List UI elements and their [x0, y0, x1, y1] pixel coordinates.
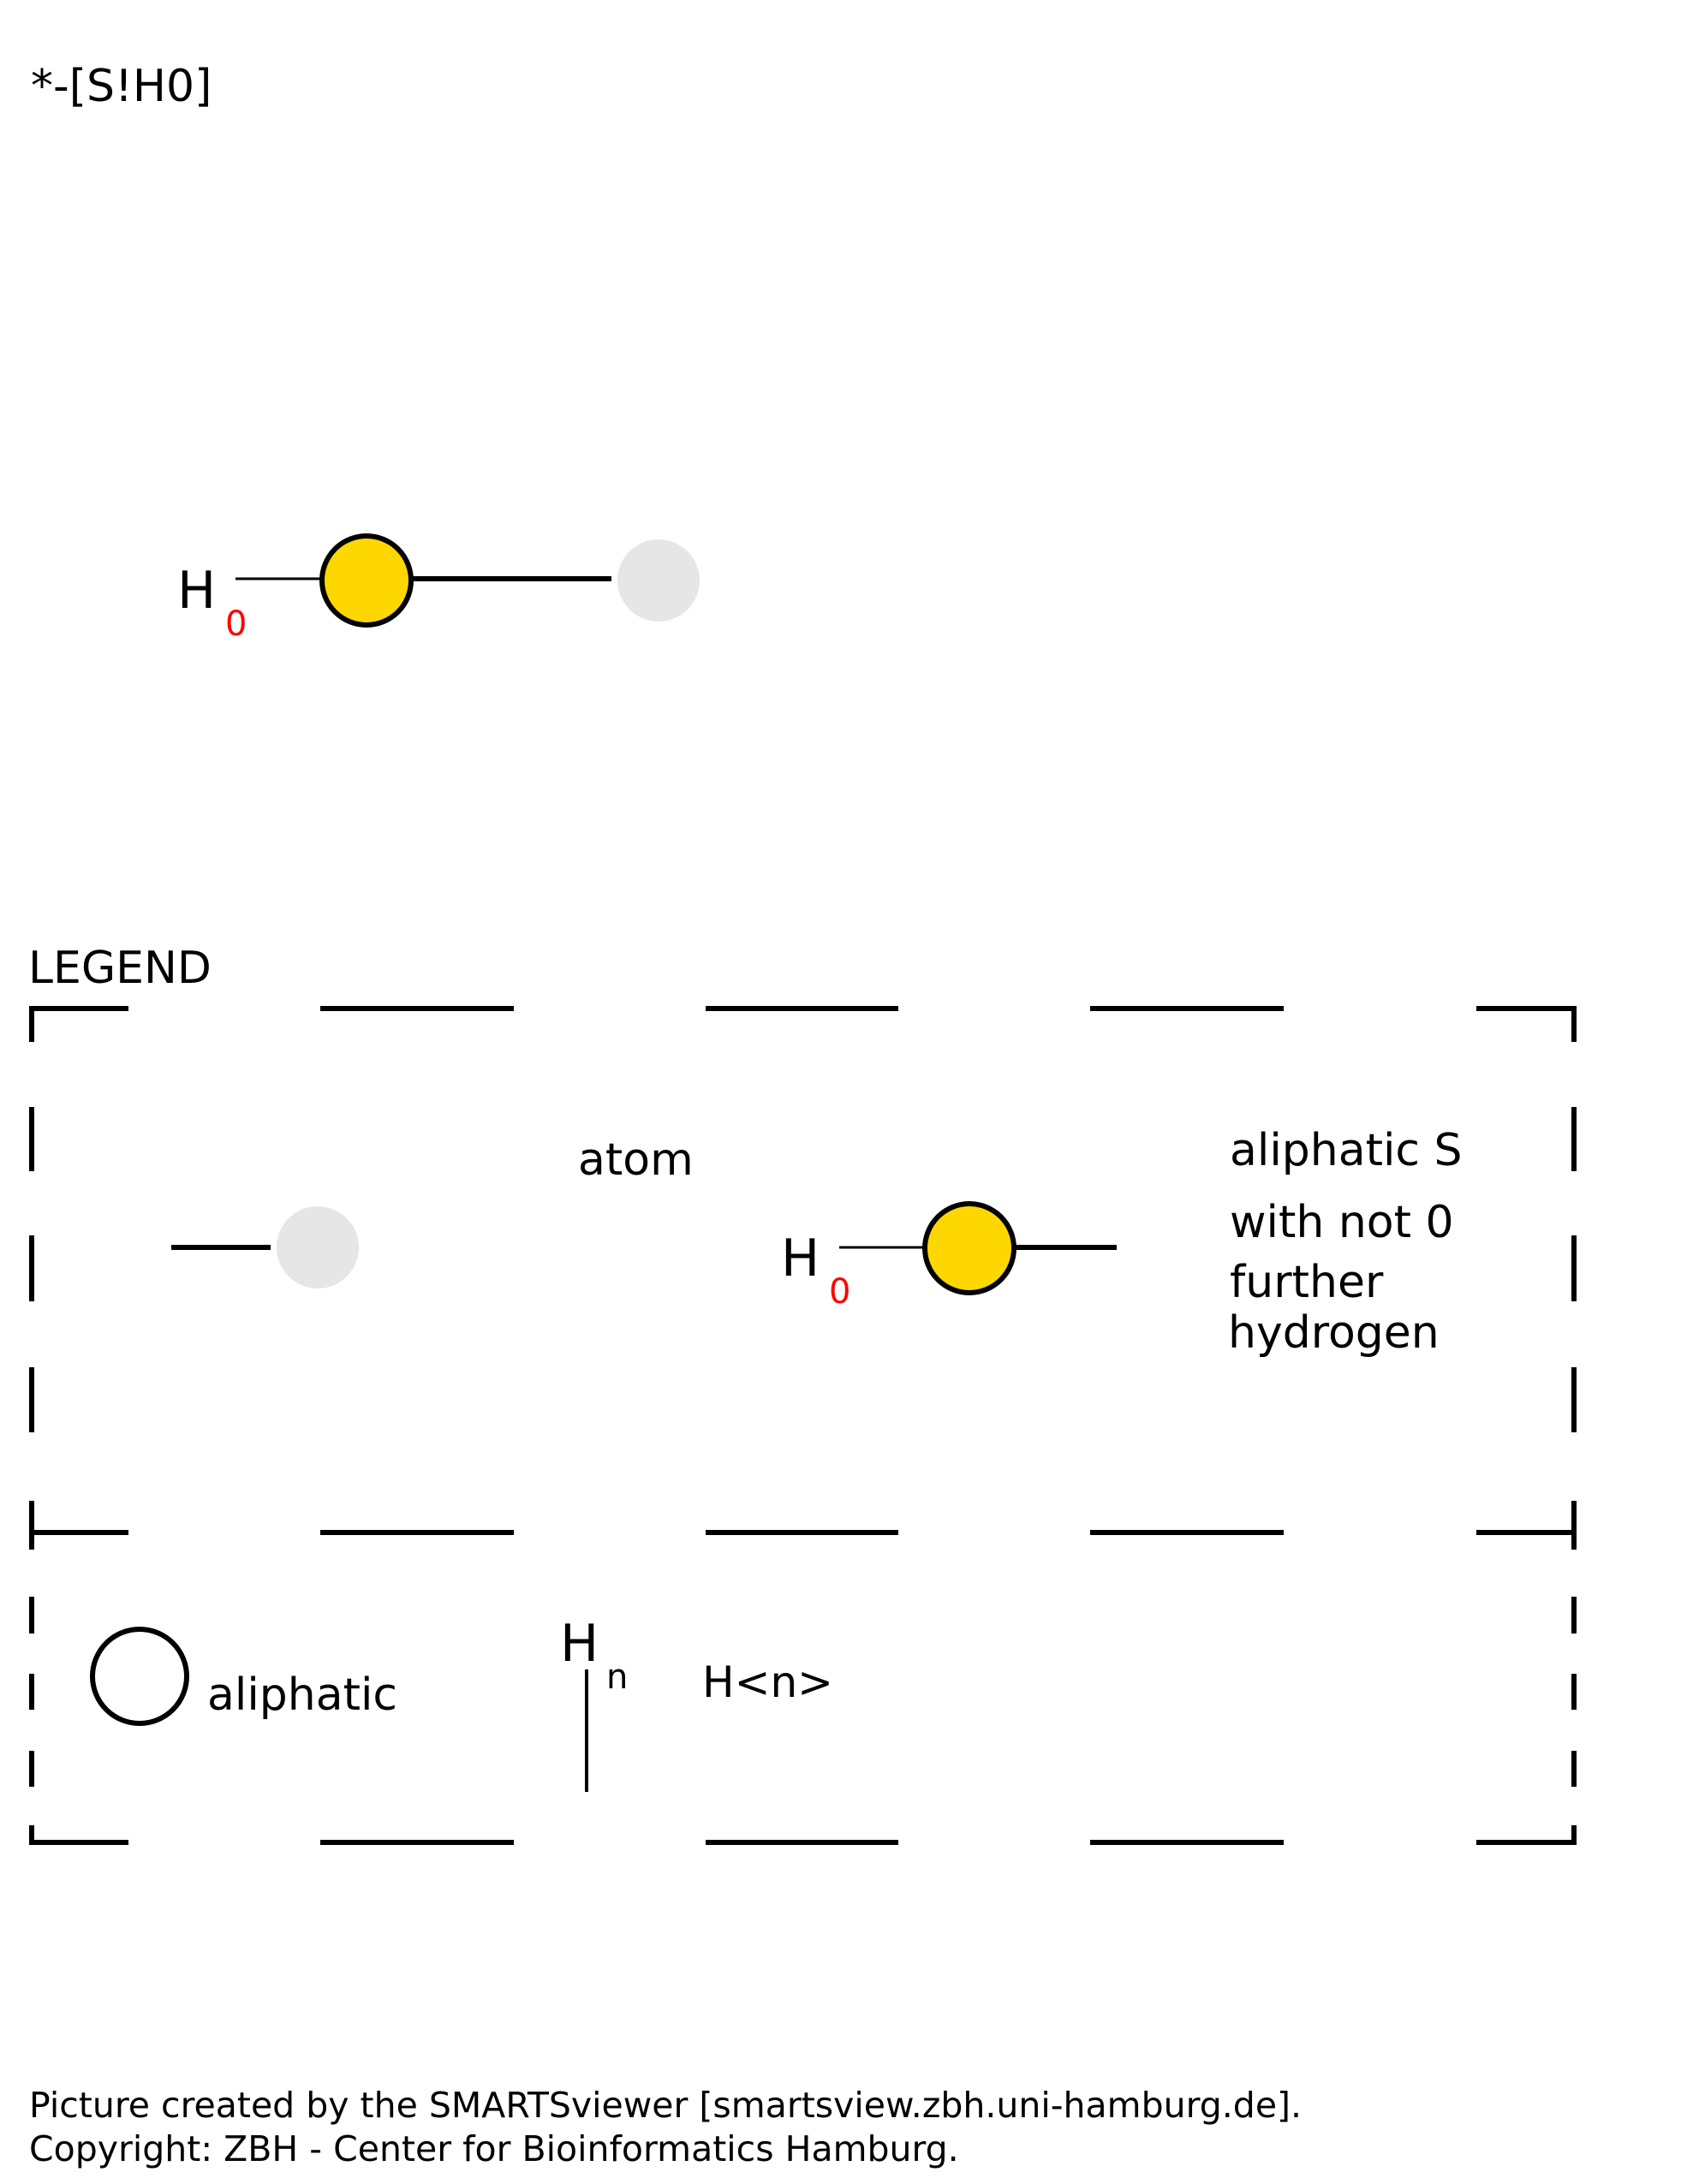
legend-corner-top-right: [1476, 1006, 1577, 1042]
legend-atom-label: atom: [578, 1134, 694, 1186]
legend-corner-top-left: [29, 1006, 128, 1042]
legend-any-atom: [277, 1206, 359, 1288]
legend-sulfur-atom: [922, 1201, 1016, 1295]
legend-hn-entry: H n H<n>: [560, 1614, 833, 1792]
aliphatic-circle-icon: [90, 1627, 189, 1726]
h-count-label: 0: [225, 604, 247, 644]
hn-n-label: n: [606, 1657, 628, 1697]
legend-aliphatic-label: aliphatic: [207, 1669, 397, 1721]
legend-atom-entry: atom: [171, 1134, 694, 1288]
h-label: H: [177, 561, 216, 621]
hn-h-label: H: [560, 1614, 599, 1674]
legend-title: LEGEND: [28, 943, 212, 994]
legend-description-line-4: hydrogen: [1228, 1307, 1440, 1359]
footer-credit: Picture created by the SMARTSviewer [sma…: [29, 2085, 1302, 2126]
main-molecule: H 0: [177, 533, 700, 644]
footer-copyright: Copyright: ZBH - Center for Bioinformati…: [29, 2128, 959, 2169]
smarts-string: *-[S!H0]: [31, 61, 212, 112]
legend-h-count-label: 0: [829, 1272, 850, 1312]
legend-corner-bottom-left: [29, 1825, 128, 1845]
legend-hn-text: H<n>: [702, 1657, 833, 1707]
legend-corner-bottom-right: [1476, 1825, 1577, 1845]
legend-description-line-1: aliphatic S: [1230, 1125, 1463, 1176]
legend-box: [29, 1006, 1577, 1845]
legend-h-label: H: [781, 1229, 820, 1288]
legend-sulfur-entry: H 0 aliphatic S with not 0 further hydro…: [781, 1125, 1463, 1359]
sulfur-atom: [319, 533, 414, 628]
any-atom: [617, 539, 700, 622]
legend-aliphatic-entry: aliphatic: [90, 1627, 397, 1726]
legend-description-line-3: further: [1230, 1257, 1384, 1308]
legend-description-line-2: with not 0: [1230, 1197, 1454, 1248]
